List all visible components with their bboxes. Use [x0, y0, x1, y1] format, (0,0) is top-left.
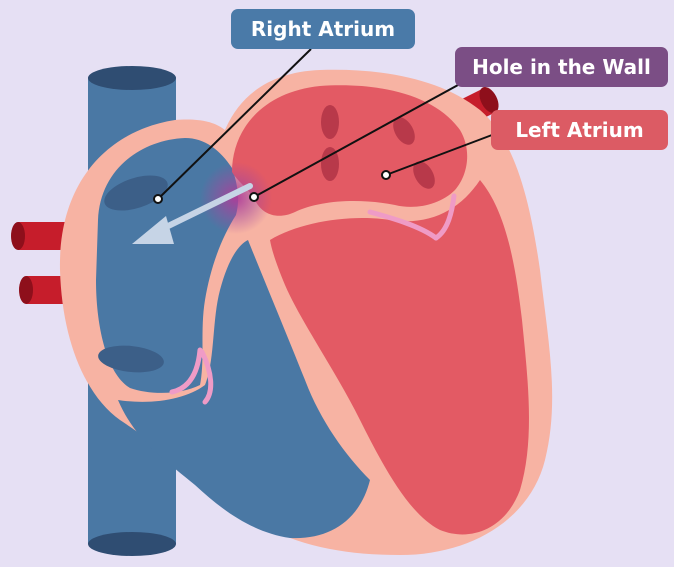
left-atrium-marker	[382, 171, 390, 179]
right-atrium-marker	[154, 195, 162, 203]
left-atrium-label: Left Atrium	[491, 110, 668, 150]
hole-glow	[200, 162, 272, 234]
hole-marker	[250, 193, 258, 201]
hole-in-the-wall-label: Hole in the Wall	[455, 47, 668, 87]
right-atrium-label: Right Atrium	[231, 9, 415, 49]
